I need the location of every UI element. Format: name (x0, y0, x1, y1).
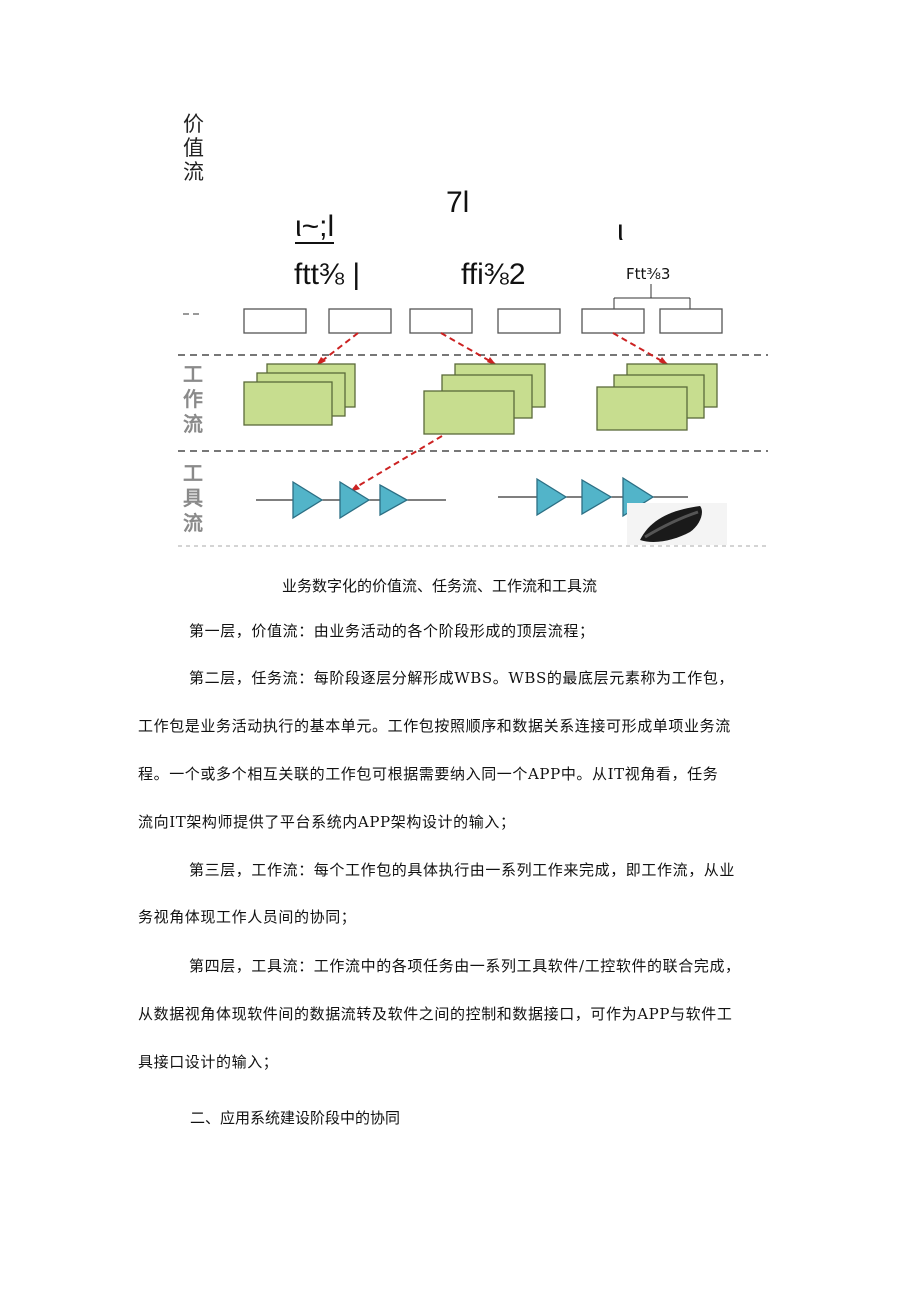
paragraph-line: 务视角体现工作人员间的协同； (138, 908, 357, 926)
paragraph-line: 程。一个或多个相互关联的工作包可根据需要纳入同一个APP中。从IT视角看，任务 (138, 765, 719, 783)
red-arrow (440, 332, 496, 365)
stage-label-3: Ftt⅜3 (626, 265, 671, 283)
task-box (328, 308, 392, 334)
task-box (243, 308, 307, 334)
stage-group-1-garbled: ι~;l (295, 210, 335, 244)
value-stream-label: 价 值 流 (183, 112, 204, 184)
work-package-stack-3 (596, 363, 718, 431)
tool-triangle (339, 480, 371, 520)
task-box (581, 308, 645, 334)
tool-triangle (292, 480, 324, 520)
red-arrow (317, 332, 359, 365)
work-package-stack-1 (243, 363, 356, 426)
lane-label-char: 工 (183, 461, 203, 485)
paragraph-line: 具接口设计的输入； (138, 1053, 279, 1071)
stage-3-bracket (613, 284, 691, 309)
red-arrow-group (317, 332, 668, 490)
lane-label-char: 流 (183, 412, 203, 436)
flow-diagram (178, 284, 768, 547)
work-flow-lane-label: 工 作 流 (180, 362, 206, 437)
task-box-row (243, 308, 723, 334)
task-box (659, 308, 723, 334)
paragraph-line: 第一层，价值流：由业务活动的各个阶段形成的顶层流程； (189, 622, 595, 640)
tool-triangle (379, 483, 409, 517)
tool-triangles (292, 476, 655, 520)
task-box (497, 308, 561, 334)
stage-group-2-garbled: ι (617, 214, 624, 247)
paragraph-line: 流向IT架构师提供了平台系统内APP架构设计的输入； (138, 813, 516, 831)
paragraph-line: 从数据视角体现软件间的数据流转及软件之间的控制和数据接口，可作为APP与软件工 (138, 1005, 733, 1023)
lane-label-char: 流 (183, 511, 203, 535)
scan-artifact (627, 503, 727, 545)
tool-triangle (581, 478, 613, 516)
paragraph-line: 第四层，工具流：工作流中的各项任务由一系列工具软件/工控软件的联合完成， (189, 957, 741, 975)
value-stream-label-char: 价 (183, 112, 204, 136)
value-stream-label-char: 流 (183, 160, 204, 184)
paragraph-line: 第二层，任务流：每阶段逐层分解形成WBS。WBS的最底层元素称为工作包， (189, 669, 735, 687)
lane-label-char: 工 (183, 362, 203, 386)
work-package (596, 386, 688, 431)
paragraph-line: 第三层，工作流：每个工作包的具体执行由一系列工作来完成，即工作流，从业 (189, 861, 736, 879)
section-heading: 二、应用系统建设阶段中的协同 (190, 1109, 401, 1127)
figure-caption: 业务数字化的价值流、任务流、工作流和工具流 (282, 577, 598, 595)
red-arrow (352, 435, 443, 490)
stage-label-1: ftt⅜ | (294, 258, 361, 291)
lane-label-char: 作 (183, 387, 203, 411)
tool-triangle (536, 477, 568, 517)
stage-label-2: ffi⅜2 (461, 258, 526, 291)
work-package (423, 390, 515, 435)
task-box (409, 308, 473, 334)
work-package (243, 381, 333, 426)
red-arrow (612, 332, 668, 365)
paragraph-line: 工作包是业务活动执行的基本单元。工作包按照顺序和数据关系连接可形成单项业务流 (138, 717, 731, 735)
lane-label-char: 具 (183, 486, 203, 510)
tool-flow-lane-label: 工 具 流 (180, 461, 206, 536)
value-stream-label-char: 值 (183, 136, 204, 160)
figure-title-garbled: 7l (446, 186, 470, 219)
work-package-stack-2 (423, 363, 546, 435)
